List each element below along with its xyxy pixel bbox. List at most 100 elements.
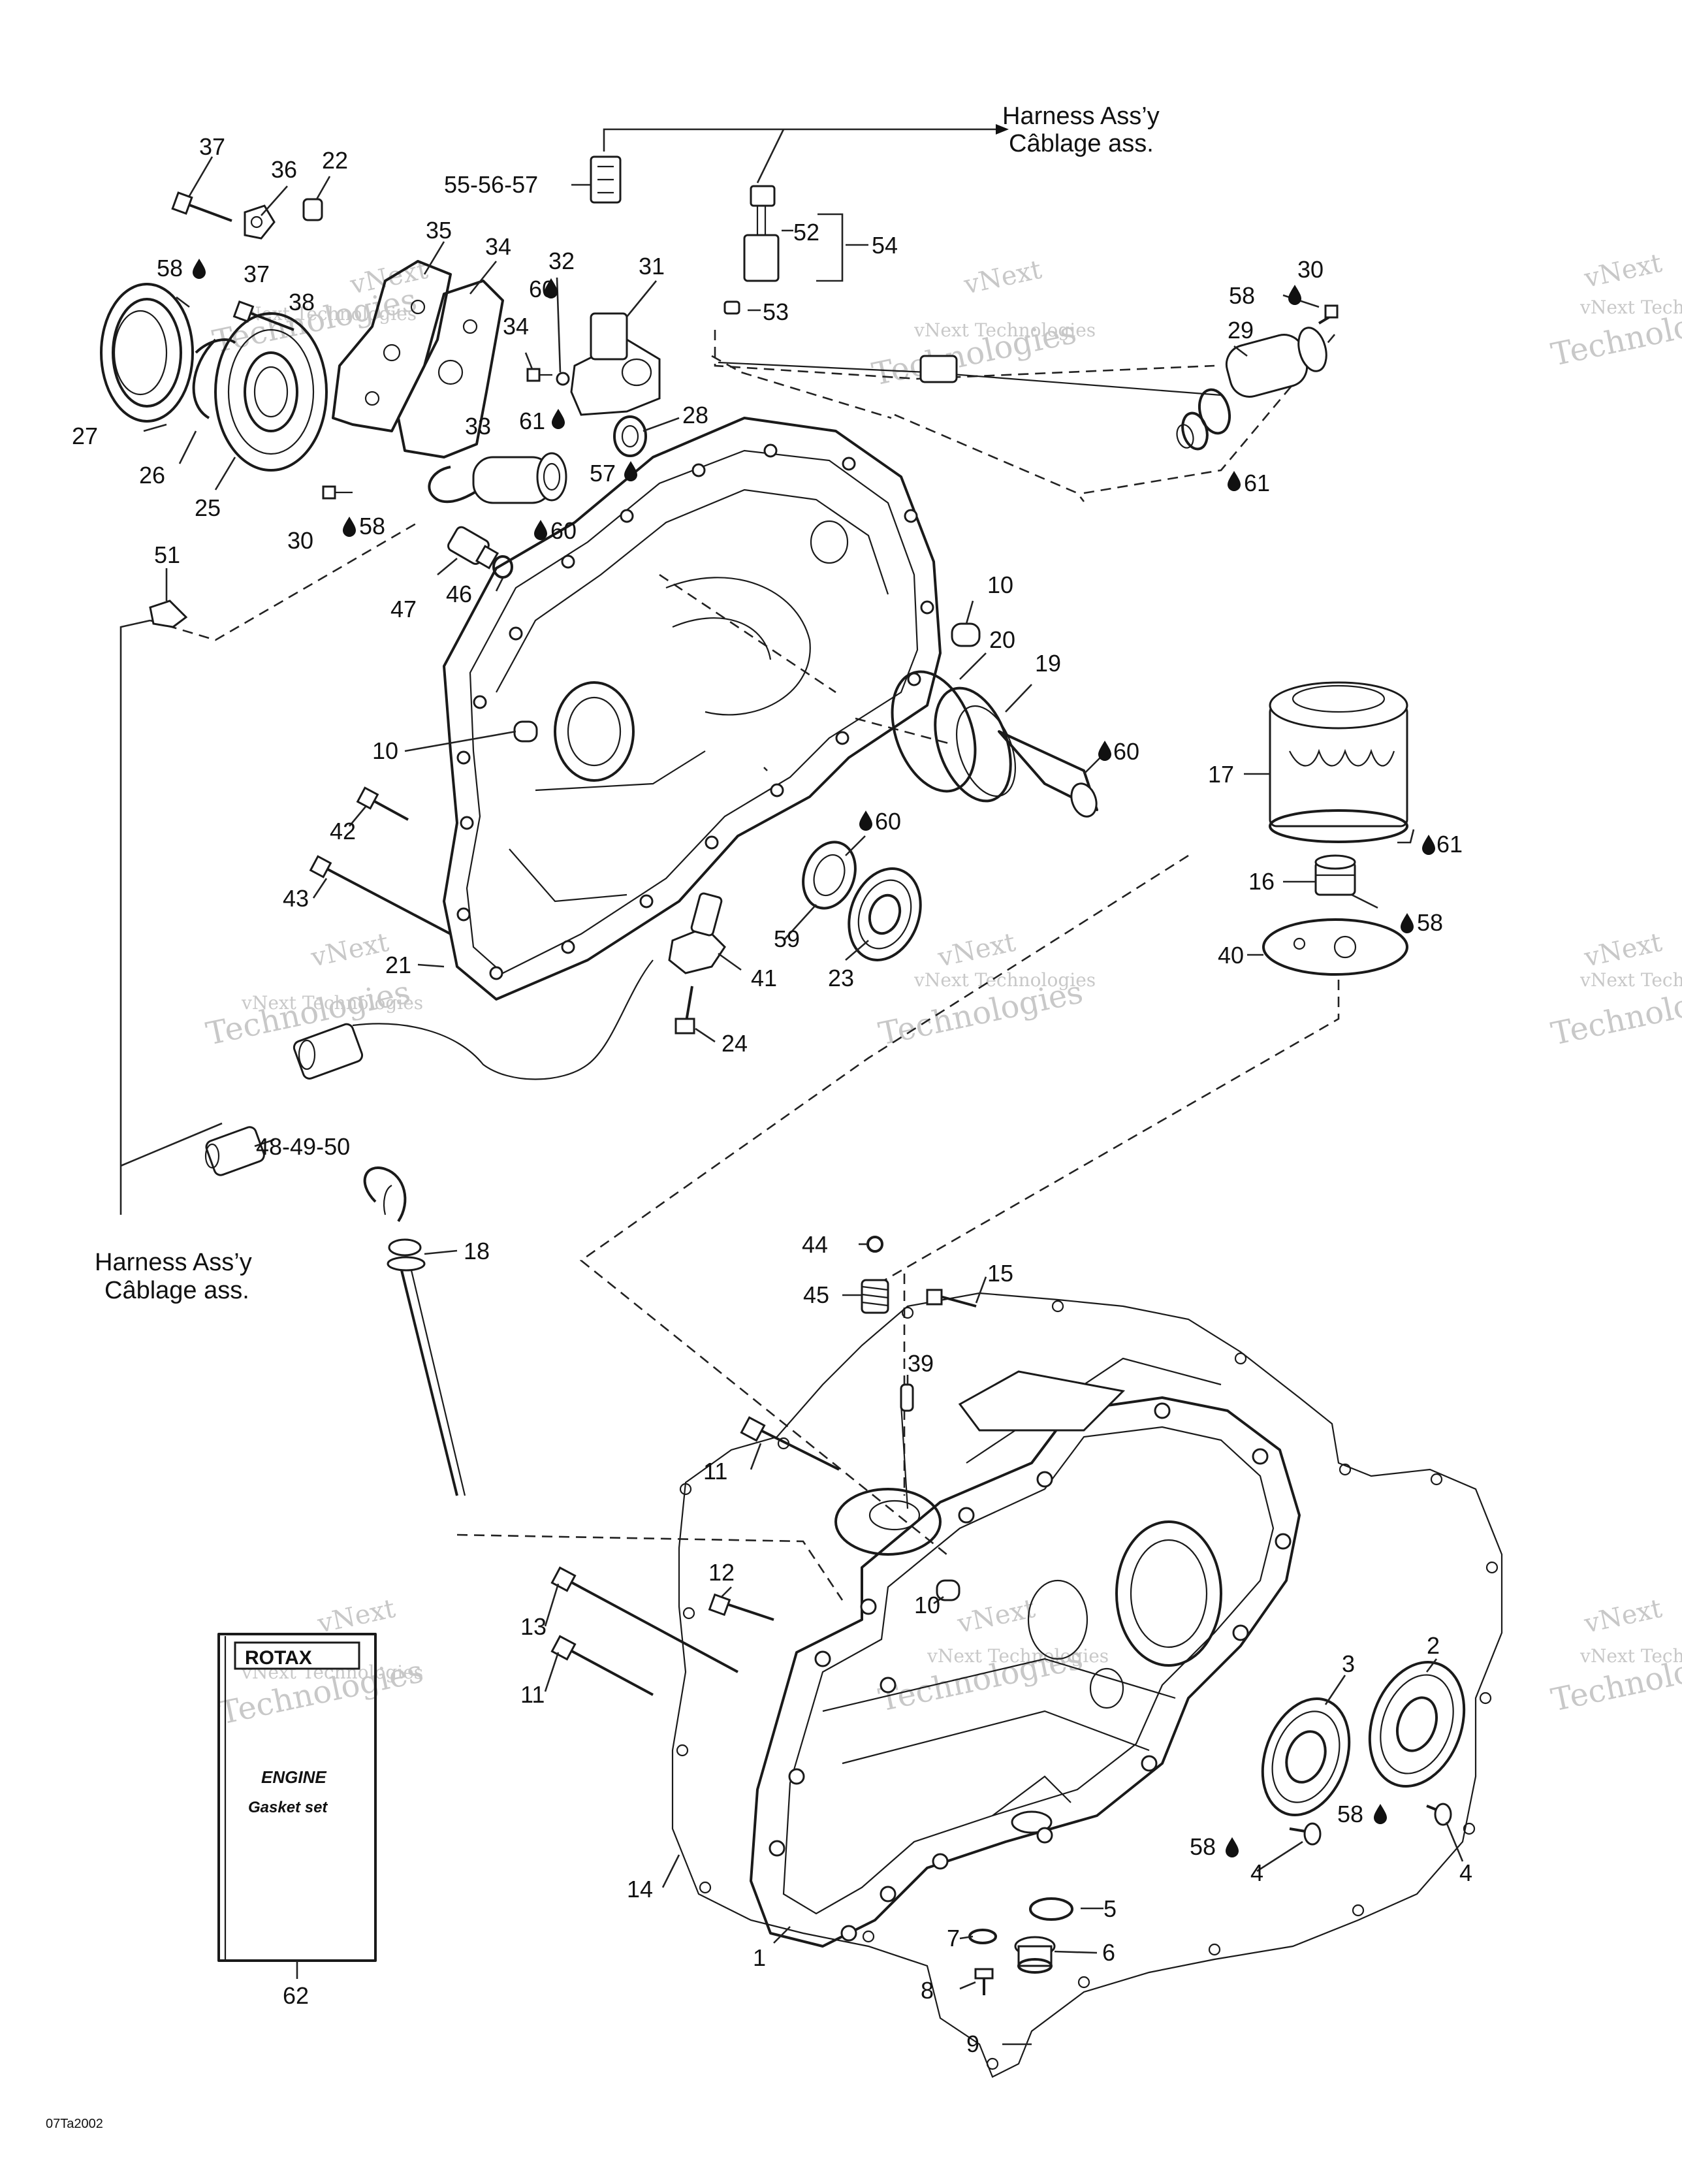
callout-19: 19 [1035, 650, 1061, 677]
watermark-vnext-tech: vNext Technologies [1579, 1645, 1682, 1667]
callout-61: 61 [1436, 831, 1463, 858]
part-30-screw [322, 485, 353, 500]
kit-line1: ENGINE [261, 1767, 326, 1787]
callout-18: 18 [464, 1238, 490, 1264]
callout-40: 40 [1218, 942, 1244, 969]
watermark-vnext-tech: vNext Technologies [1579, 969, 1682, 991]
part-25-bearing [214, 312, 328, 472]
callout-33: 33 [465, 413, 491, 440]
callout-60: 60 [529, 276, 555, 302]
part-46-o-ring [492, 555, 513, 579]
part-51-clip [149, 600, 188, 628]
part-18-dipstick [363, 1166, 466, 1496]
dashed-line [659, 573, 836, 694]
callout-42: 42 [330, 818, 356, 844]
part-27-seal [100, 283, 194, 423]
dashed-line [711, 355, 892, 419]
callout-41: 41 [751, 965, 777, 991]
callout-37: 37 [199, 133, 225, 160]
callout-1: 1 [753, 1944, 766, 1971]
part-32-washer [556, 372, 570, 386]
part-59-seal [802, 841, 857, 910]
callout-34: 34 [503, 313, 529, 340]
part-42-bolt [356, 786, 409, 821]
callout-5: 5 [1103, 1895, 1117, 1922]
part-41-sensor [668, 892, 726, 974]
callout-58: 58 [1417, 909, 1443, 936]
oil-drop-icon [1228, 471, 1241, 491]
part-44-ball [866, 1236, 883, 1253]
callout-55-56-57: 55-56-57 [444, 171, 538, 198]
part-22-plug [302, 198, 323, 221]
part-16-fitting [1314, 854, 1356, 896]
harness-left-leader [119, 619, 151, 1215]
callout-37: 37 [244, 261, 270, 287]
callout-12: 12 [708, 1559, 735, 1586]
callout-58: 58 [1337, 1801, 1363, 1827]
callout-8: 8 [921, 1977, 934, 2004]
kit-brand: ROTAX [245, 1647, 312, 1669]
callout-32: 32 [548, 248, 575, 274]
part-26-circlip [192, 338, 236, 419]
part-55-56-57-connector [590, 155, 622, 204]
callout-53: 53 [763, 298, 789, 325]
callout-6: 6 [1102, 1939, 1115, 1966]
watermark-vnext-tech: vNext Technologies [913, 319, 1096, 341]
watermark-vnext: vNext [961, 255, 1045, 300]
callout-30: 30 [287, 527, 313, 554]
callout-60: 60 [875, 808, 901, 835]
callout-58: 58 [359, 513, 385, 539]
kit-line2: Gasket set [248, 1799, 328, 1816]
part-19-shaft [934, 686, 1098, 818]
part-52-connector [743, 185, 780, 282]
gasket-kit-62: ROTAX ENGINE Gasket set 62 [217, 1633, 377, 2009]
part-30-screw-right [1318, 304, 1339, 325]
callout-58: 58 [157, 255, 183, 281]
part-28-seal [613, 415, 647, 457]
lower-crankcase-1 [750, 1357, 1301, 1948]
part-39-dowel [900, 1383, 914, 1412]
watermark-vnext: vNext [955, 1594, 1038, 1639]
callout-39: 39 [908, 1350, 934, 1377]
oil-drop-icon [1098, 741, 1111, 761]
callout-16: 16 [1248, 868, 1275, 895]
callout-23: 23 [828, 965, 854, 991]
part-4-screw [1289, 1822, 1322, 1846]
part-33-solenoid [428, 452, 567, 504]
part-31-sensor [570, 312, 661, 416]
part-11-bolt [740, 1416, 840, 1471]
watermark-vnext-tech: vNext Technologies [241, 992, 423, 1014]
part-3-bearing [1261, 1697, 1351, 1817]
gasket-holes [676, 1300, 1499, 2070]
bolt-holes [456, 443, 934, 980]
callout-62: 62 [283, 1982, 309, 2009]
harness-left-line1: Harness Ass’y [95, 1249, 252, 1276]
part-2-bearing [1368, 1661, 1466, 1788]
part-29-solenoid [718, 327, 1327, 451]
part-45-spring [861, 1279, 889, 1314]
part-23-bearing [848, 867, 922, 961]
part-11-bolt [550, 1635, 654, 1696]
part-10-dowel [936, 1579, 960, 1601]
part-6-drain-plug [1014, 1936, 1056, 1974]
callout-22: 22 [322, 147, 348, 174]
callout-35: 35 [426, 217, 452, 244]
part-37-bolt [171, 191, 232, 222]
watermark-vnext: vNext [1581, 1594, 1665, 1639]
part-34-plate [397, 280, 504, 458]
oil-drop-icon [343, 517, 356, 537]
dashed-line [855, 717, 954, 746]
part-8-bolt [974, 1968, 994, 1995]
harness-top-leader [603, 128, 996, 152]
callout-7: 7 [947, 1925, 960, 1951]
harness-left-annotation: Harness Ass’y Câblage ass. [95, 619, 252, 1304]
harness-top-line2: Câblage ass. [1009, 130, 1154, 157]
dashed-line [861, 980, 1340, 1294]
callout-61: 61 [1244, 470, 1270, 496]
part-35-plate [332, 260, 452, 432]
oil-drop-icon [1422, 835, 1435, 855]
harness-left-line2: Câblage ass. [104, 1277, 249, 1304]
oil-drop-icon [534, 520, 547, 540]
upper-housing-21 [443, 417, 942, 1001]
